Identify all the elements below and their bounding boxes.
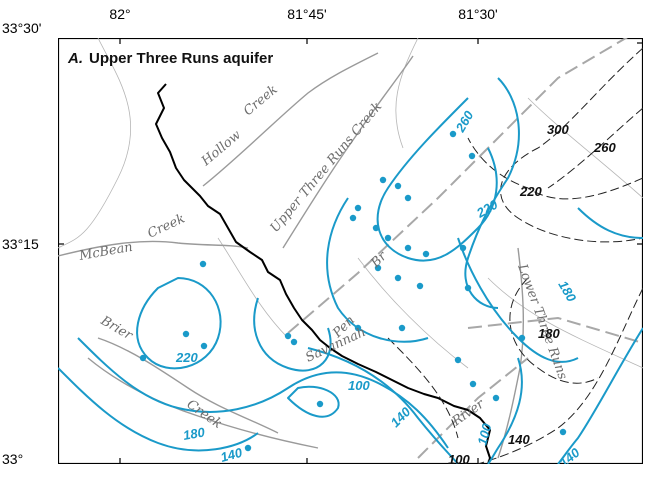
creeks <box>58 52 525 459</box>
simulated-contour-220-east <box>464 77 520 309</box>
site-boundary <box>287 38 643 459</box>
simulated-contour-180-south <box>58 367 259 452</box>
well-point <box>372 224 380 232</box>
contour-label-black-4: 180 <box>538 326 560 341</box>
contour-label-blue-9: 100 <box>474 421 494 447</box>
measured-contour-220 <box>467 137 643 200</box>
well-point <box>316 400 324 408</box>
measured-contour-300 <box>500 47 643 243</box>
map-title-text: Upper Three Runs aquifer <box>89 50 274 67</box>
well-point <box>374 264 382 272</box>
longitude-tick-82: 82° <box>109 6 131 22</box>
well-point <box>518 334 526 342</box>
simulated-contour-220-label-run <box>577 207 643 239</box>
well-point <box>182 330 190 338</box>
well-point <box>244 444 252 452</box>
well-point <box>349 214 357 222</box>
measured-contour-140 <box>477 287 643 464</box>
savannah-river-boundary <box>155 83 491 464</box>
well-point <box>422 250 430 258</box>
well-points <box>139 130 567 452</box>
contour-label-black-2: 260 <box>593 140 616 155</box>
well-point <box>468 152 476 160</box>
well-point <box>469 380 477 388</box>
well-point <box>398 324 406 332</box>
simulated-contour-100-south <box>487 357 523 464</box>
longitude-tick-81-30: 81°30' <box>458 6 498 22</box>
longitude-tick-81-45: 81°45' <box>287 6 327 22</box>
well-point <box>459 244 467 252</box>
simulated-contour-100 <box>307 347 459 464</box>
contour-label-blue-8: 140 <box>219 445 245 464</box>
latitude-tick-33-15: 33°15 <box>2 236 39 252</box>
well-point <box>394 274 402 282</box>
well-point <box>384 234 392 242</box>
contour-label-black-1: 300 <box>547 122 569 137</box>
well-point <box>200 342 208 350</box>
well-point <box>404 194 412 202</box>
latitude-tick-33: 33° <box>2 451 24 467</box>
brier-creek-lower <box>87 357 319 449</box>
well-point <box>284 332 292 340</box>
contour-label-blue-4: 220 <box>175 350 198 365</box>
contour-label-black-5: 140 <box>508 432 530 447</box>
contour-label-black-3: 220 <box>519 184 542 199</box>
latitude-tick-33-30: 33°30' <box>2 20 42 36</box>
map-border <box>58 38 643 464</box>
well-point <box>379 176 387 184</box>
frame-tick-marks <box>58 38 643 464</box>
well-point <box>290 338 298 346</box>
well-point <box>454 356 462 364</box>
simulated-contour-inner <box>253 297 332 372</box>
contour-label-black-6: 100 <box>448 452 470 464</box>
upper-three-runs-creek-path <box>282 55 414 249</box>
simulated-contour-mid <box>326 197 429 343</box>
well-point <box>464 284 472 292</box>
simulated-contour-220-west <box>136 277 222 370</box>
map-title-letter: A. <box>68 50 83 67</box>
hollow-creek <box>202 52 379 187</box>
well-point <box>394 182 402 190</box>
brier-creek-path <box>97 337 279 434</box>
well-point <box>139 354 147 362</box>
simulated-contour-140-east <box>557 327 643 464</box>
mcbean-creek <box>58 240 249 257</box>
well-point <box>354 324 362 332</box>
well-point <box>492 394 500 402</box>
measured-contour-100 <box>387 337 459 439</box>
measured-contour-180 <box>509 277 599 384</box>
contour-label-blue-7: 180 <box>182 424 207 443</box>
map-title: A. Upper Three Runs aquifer <box>68 50 273 67</box>
simulated-contour-closed <box>287 385 340 418</box>
simulated-contours <box>58 77 643 464</box>
well-point <box>559 428 567 436</box>
simulated-contour-180 <box>457 237 579 363</box>
well-point <box>449 130 457 138</box>
measured-contours <box>387 47 643 464</box>
well-point <box>354 204 362 212</box>
well-point <box>404 244 412 252</box>
contour-label-blue-5: 100 <box>348 378 370 393</box>
well-point <box>416 282 424 290</box>
well-point <box>199 260 207 268</box>
map-frame: Hollow Creek Upper Three Runs Creek Cree… <box>58 38 643 464</box>
measured-contour-260 <box>547 107 643 189</box>
simulated-contour-260 <box>376 97 498 262</box>
